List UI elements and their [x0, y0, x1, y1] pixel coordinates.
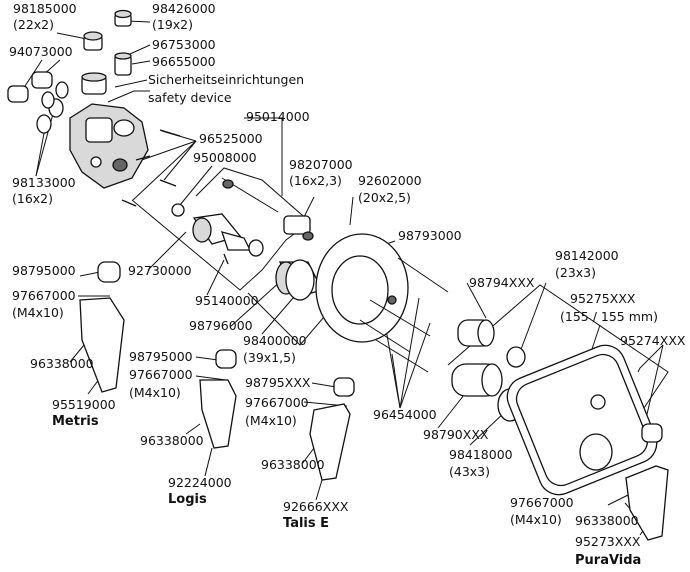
label-98185000-size: (22x2) [13, 17, 55, 32]
label-96753000: 96753000 [152, 37, 216, 52]
label-safety-device-en: safety device [148, 90, 232, 105]
rod-95014000 [221, 177, 279, 213]
label-96454000: 96454000 [373, 407, 437, 422]
label-96338000-talis: 96338000 [261, 457, 325, 472]
label-96338000-puravida: 96338000 [575, 513, 639, 528]
label-98796000: 98796000 [189, 318, 253, 333]
handle-talis [309, 377, 355, 481]
label-96338000-logis: 96338000 [140, 433, 204, 448]
oring-98142000 [506, 346, 526, 368]
label-95275xxx-size: (155 / 155 mm) [560, 309, 658, 324]
label-92602000: 92602000 [358, 173, 422, 188]
sleeve-98790xxx [451, 363, 503, 397]
sleeve-98794xxx [457, 319, 495, 347]
label-98793000: 98793000 [398, 228, 462, 243]
label-92666xxx: 92666XXX [283, 499, 349, 514]
label-98142000: 98142000 [555, 248, 619, 263]
handle-metris [79, 261, 125, 393]
label-98133000-size: (16x2) [12, 191, 54, 206]
label-talis-e: Talis E [283, 516, 330, 531]
fitting-96753000 [114, 52, 132, 76]
label-98418000: 98418000 [449, 447, 513, 462]
caps-94073000 [7, 71, 53, 103]
label-95274xxx: 95274XXX [620, 333, 686, 348]
label-m4x10-metris: (M4x10) [12, 305, 64, 320]
label-98426000: 98426000 [152, 1, 216, 16]
fitting-96655000 [81, 72, 107, 95]
label-logis: Logis [168, 492, 207, 507]
label-95008000: 95008000 [193, 150, 257, 165]
label-95273xxx: 95273XXX [575, 534, 641, 549]
label-97667000-puravida: 97667000 [510, 495, 574, 510]
handle-logis [199, 349, 237, 449]
label-98400000-size: (39x1,5) [243, 350, 296, 365]
screw-95140000 [223, 253, 229, 265]
label-95014000: 95014000 [246, 109, 310, 124]
cover-plate-95275xxx [506, 344, 658, 496]
label-98795xxx: 98795XXX [245, 375, 311, 390]
label-94073000: 94073000 [9, 44, 73, 59]
label-98142000-size: (23x3) [555, 265, 597, 280]
handle-puravida [625, 465, 669, 541]
orings-98133000 [36, 81, 69, 134]
label-97667000-logis: 97667000 [129, 367, 193, 382]
label-92602000-size: (20x2,5) [358, 190, 411, 205]
plug-98185000 [83, 31, 103, 51]
label-98795000-logis: 98795000 [129, 349, 193, 364]
screws-96525000 [121, 129, 181, 207]
label-puravida: PuraVida [575, 553, 642, 568]
label-m4x10-logis: (M4x10) [129, 385, 181, 400]
label-97667000-metris: 97667000 [12, 288, 76, 303]
label-safety-device-de: Sicherheitseinrichtungen [148, 72, 305, 87]
label-98795000-metris: 98795000 [12, 263, 76, 278]
bolts-96454000 [359, 257, 449, 373]
label-95519000: 95519000 [52, 397, 116, 412]
label-98207000-size: (16x2,3) [289, 173, 342, 188]
label-m4x10-puravida: (M4x10) [510, 512, 562, 527]
nut-98207000 [283, 215, 314, 241]
rosette-98793000 [315, 233, 409, 343]
label-98418000-size: (43x3) [449, 464, 491, 479]
plug-98426000 [114, 9, 132, 27]
cartridge-95008000 [171, 203, 264, 257]
valve-body [69, 103, 149, 189]
label-95275xxx: 95275XXX [570, 291, 636, 306]
label-98426000-size: (19x2) [152, 17, 194, 32]
label-98207000: 98207000 [289, 157, 353, 172]
label-98400000: 98400000 [243, 333, 307, 348]
label-95140000: 95140000 [195, 293, 259, 308]
label-98790xxx: 98790XXX [423, 427, 489, 442]
label-96525000: 96525000 [199, 131, 263, 146]
label-96655000: 96655000 [152, 54, 216, 69]
label-98185000: 98185000 [13, 1, 77, 16]
label-98133000: 98133000 [12, 175, 76, 190]
label-metris: Metris [52, 414, 99, 429]
label-92730000: 92730000 [128, 263, 192, 278]
label-96338000-metris: 96338000 [30, 356, 94, 371]
label-98794xxx: 98794XXX [469, 275, 535, 290]
sleeve-98796000 [275, 259, 323, 301]
label-92224000: 92224000 [168, 475, 232, 490]
label-m4x10-talis: (M4x10) [245, 413, 297, 428]
label-97667000-talis: 97667000 [245, 395, 309, 410]
sleeve-95274xxx [641, 423, 663, 443]
